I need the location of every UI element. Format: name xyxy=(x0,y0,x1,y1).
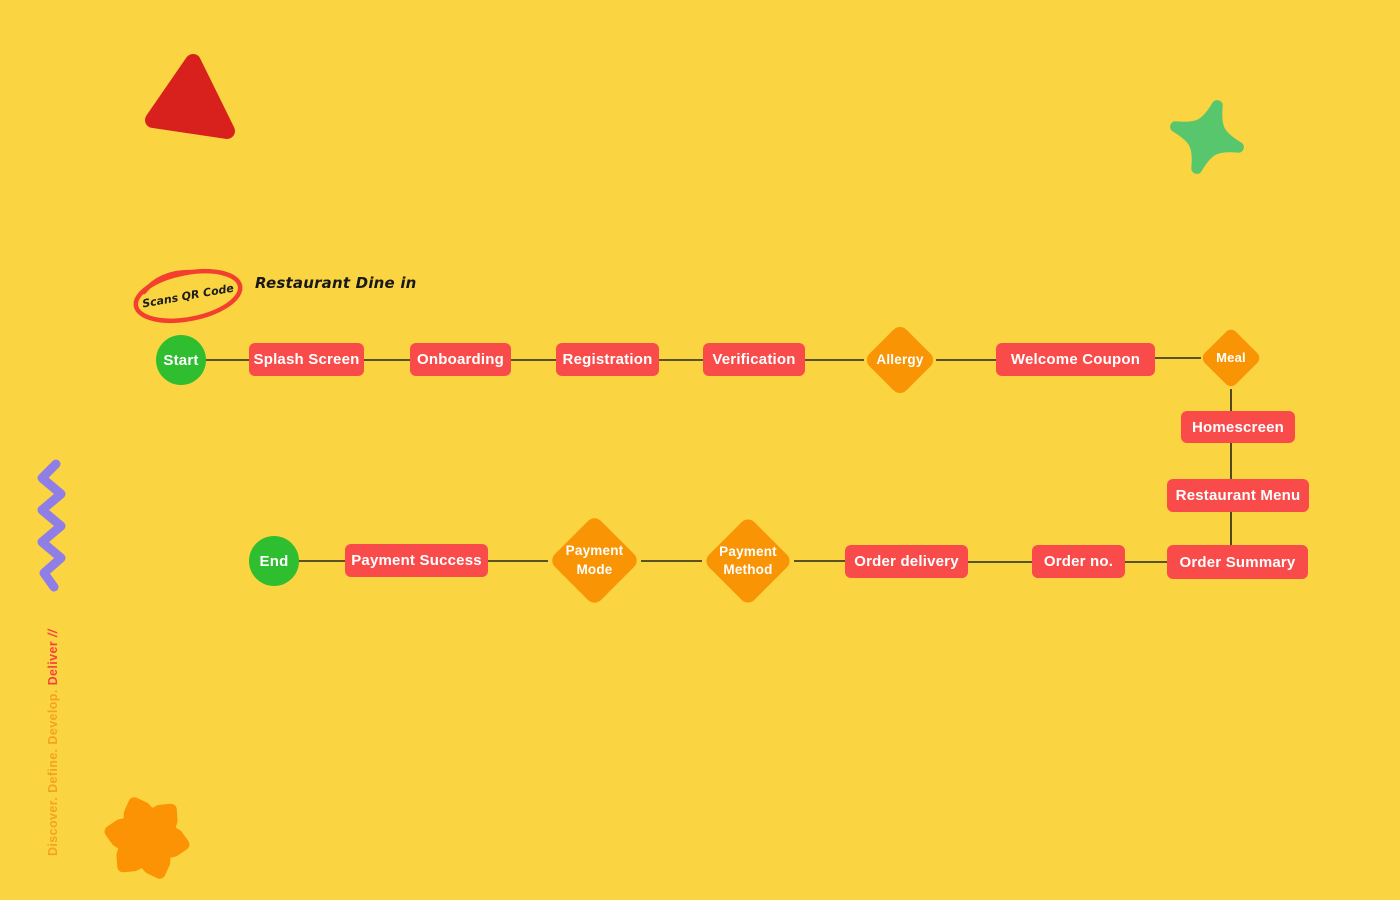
node-label: Verification xyxy=(712,351,796,368)
node-payment-method[interactable]: Payment Method xyxy=(716,529,780,593)
node-payment-success[interactable]: Payment Success xyxy=(345,544,488,577)
active-phase-text: Deliver xyxy=(46,640,60,686)
node-welcome-coupon[interactable]: Welcome Coupon xyxy=(996,343,1155,376)
node-label: Payment Mode xyxy=(565,543,624,577)
node-restaurant-menu[interactable]: Restaurant Menu xyxy=(1167,479,1309,512)
node-registration[interactable]: Registration xyxy=(556,343,659,376)
node-meal[interactable]: Meal xyxy=(1209,336,1253,380)
node-label: Order Summary xyxy=(1179,553,1296,571)
node-label: Meal xyxy=(1216,350,1246,366)
decorative-blob xyxy=(104,797,190,879)
node-order-delivery[interactable]: Order delivery xyxy=(845,545,968,578)
process-phases-caption: Discover. Define. Develop. Deliver // xyxy=(46,629,60,856)
hand-drawn-ellipse xyxy=(133,269,243,323)
decorative-zigzag xyxy=(37,459,66,592)
node-label: End xyxy=(259,552,289,570)
node-label: Payment Method xyxy=(719,543,777,577)
node-label: Payment Success xyxy=(351,552,482,569)
node-label: Welcome Coupon xyxy=(1010,351,1141,368)
phases-text: Discover. Define. Develop. xyxy=(46,689,60,856)
node-label: Start xyxy=(163,351,199,369)
node-verification[interactable]: Verification xyxy=(703,343,805,376)
node-label: Splash Screen xyxy=(253,351,360,368)
node-label: Allergy xyxy=(876,351,924,367)
node-allergy[interactable]: Allergy xyxy=(874,334,926,386)
node-start[interactable]: Start xyxy=(156,335,206,385)
node-label: Restaurant Menu xyxy=(1175,487,1301,504)
decorative-star xyxy=(1170,100,1244,174)
node-label: Homescreen xyxy=(1191,418,1285,436)
node-order-summary[interactable]: Order Summary xyxy=(1167,545,1308,579)
node-label: Onboarding xyxy=(417,351,504,368)
node-label: Order delivery xyxy=(854,553,959,570)
node-homescreen[interactable]: Homescreen xyxy=(1181,411,1295,443)
decorative-triangle xyxy=(145,54,235,139)
scan-qr-annotation: Scans QR Code xyxy=(126,264,250,328)
node-end[interactable]: End xyxy=(249,536,299,586)
board-title: Restaurant Dine in xyxy=(255,274,417,292)
node-label: Registration xyxy=(562,351,653,368)
node-label: Order no. xyxy=(1043,553,1114,570)
node-splash-screen[interactable]: Splash Screen xyxy=(249,343,364,376)
node-onboarding[interactable]: Onboarding xyxy=(410,343,511,376)
node-order-no[interactable]: Order no. xyxy=(1032,545,1125,578)
node-payment-mode[interactable]: Payment Mode xyxy=(562,528,627,593)
phase-slashes: // xyxy=(46,629,60,638)
